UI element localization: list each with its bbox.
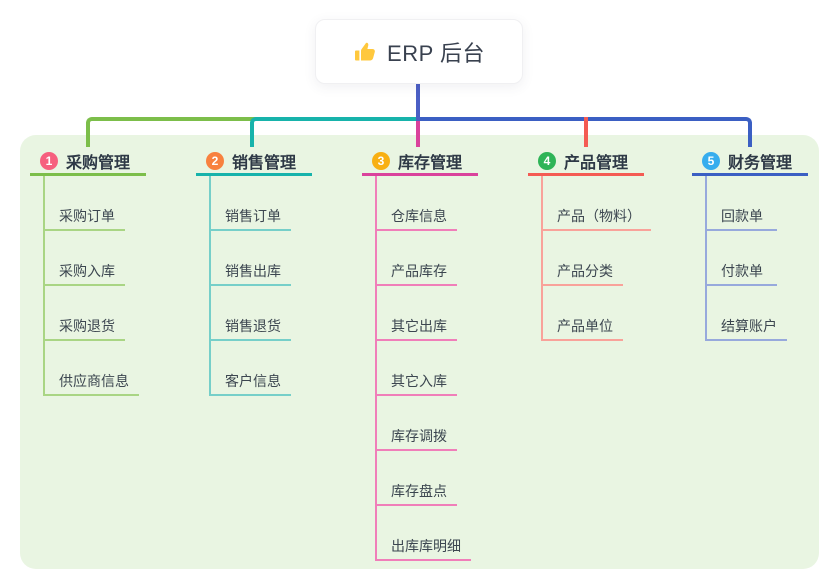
node-item-label: 出库库明细 [375,539,471,561]
node-item[interactable]: 采购订单 [43,176,190,231]
root-node[interactable]: ERP 后台 [315,19,523,84]
node-item-label: 产品（物料） [541,209,651,231]
node-item[interactable]: 销售订单 [209,176,356,231]
node-item-label: 采购订单 [43,209,125,231]
node-item-label: 库存调拨 [375,429,457,451]
node-item[interactable]: 产品单位 [541,286,688,341]
node-item[interactable]: 付款单 [705,231,839,286]
branch-product-tree-line [541,176,543,341]
node-item-label: 库存盘点 [375,484,457,506]
node-item[interactable]: 产品（物料） [541,176,688,231]
branch-2-badge: 2 [206,151,224,170]
node-item[interactable]: 出库库明细 [375,506,522,561]
node-item-label: 产品分类 [541,264,623,286]
branch-sales: 2 销售管理 销售订单 销售出库 销售退货 客户信息 [196,148,356,396]
branch-title-label: 采购管理 [66,154,131,172]
node-item[interactable]: 其它出库 [375,286,522,341]
node-item[interactable]: 采购入库 [43,231,190,286]
branch-finance-title[interactable]: 5 财务管理 [692,148,808,176]
branch-3-badge: 3 [372,151,390,170]
connector-product-drop [584,117,588,147]
node-item[interactable]: 结算账户 [705,286,839,341]
node-item-label: 客户信息 [209,374,291,396]
node-item[interactable]: 库存盘点 [375,451,522,506]
branch-inventory: 3 库存管理 仓库信息 产品库存 其它出库 其它入库 库存调拨 库存盘点 出库库… [362,148,522,561]
branch-sales-tree-line [209,176,211,396]
branch-title-label: 库存管理 [398,154,463,172]
branch-inventory-title[interactable]: 3 库存管理 [362,148,478,176]
node-item[interactable]: 回款单 [705,176,839,231]
branch-product: 4 产品管理 产品（物料） 产品分类 产品单位 [528,148,688,341]
branch-product-title[interactable]: 4 产品管理 [528,148,644,176]
branch-sales-title[interactable]: 2 销售管理 [196,148,312,176]
node-item[interactable]: 仓库信息 [375,176,522,231]
connector-inventory-drop [416,117,420,147]
node-item-label: 采购退货 [43,319,125,341]
node-item-label: 采购入库 [43,264,125,286]
node-item[interactable]: 产品分类 [541,231,688,286]
branch-title-label: 产品管理 [564,154,629,172]
branch-purchase: 1 采购管理 采购订单 采购入库 采购退货 供应商信息 [30,148,190,396]
node-item[interactable]: 库存调拨 [375,396,522,451]
node-item[interactable]: 采购退货 [43,286,190,341]
branch-5-badge: 5 [702,151,720,170]
node-item[interactable]: 其它入库 [375,341,522,396]
connector-sales-elbow [250,117,420,147]
branch-4-badge: 4 [538,151,556,170]
node-item-label: 产品单位 [541,319,623,341]
branch-finance-tree-line [705,176,707,341]
node-item[interactable]: 客户信息 [209,341,356,396]
node-item[interactable]: 产品库存 [375,231,522,286]
node-item-label: 其它入库 [375,374,457,396]
branch-title-label: 财务管理 [728,154,793,172]
node-item[interactable]: 供应商信息 [43,341,190,396]
node-item-label: 结算账户 [705,319,787,341]
node-item-label: 产品库存 [375,264,457,286]
connector-root-line [416,84,420,121]
node-item-label: 其它出库 [375,319,457,341]
branch-finance: 5 财务管理 回款单 付款单 结算账户 [692,148,839,341]
branch-purchase-tree-line [43,176,45,396]
root-node-label: ERP 后台 [387,40,485,66]
branches-panel [20,135,819,569]
branch-inventory-tree-line [375,176,377,561]
node-item-label: 销售订单 [209,209,291,231]
node-item[interactable]: 销售出库 [209,231,356,286]
branch-1-badge: 1 [40,151,58,170]
node-item-label: 销售出库 [209,264,291,286]
branch-purchase-title[interactable]: 1 采购管理 [30,148,146,176]
node-item-label: 销售退货 [209,319,291,341]
node-item-label: 付款单 [705,264,777,286]
node-item-label: 仓库信息 [375,209,457,231]
node-item-label: 供应商信息 [43,374,139,396]
thumbs-up-icon [353,40,377,64]
node-item-label: 回款单 [705,209,777,231]
node-item[interactable]: 销售退货 [209,286,356,341]
branch-title-label: 销售管理 [232,154,297,172]
